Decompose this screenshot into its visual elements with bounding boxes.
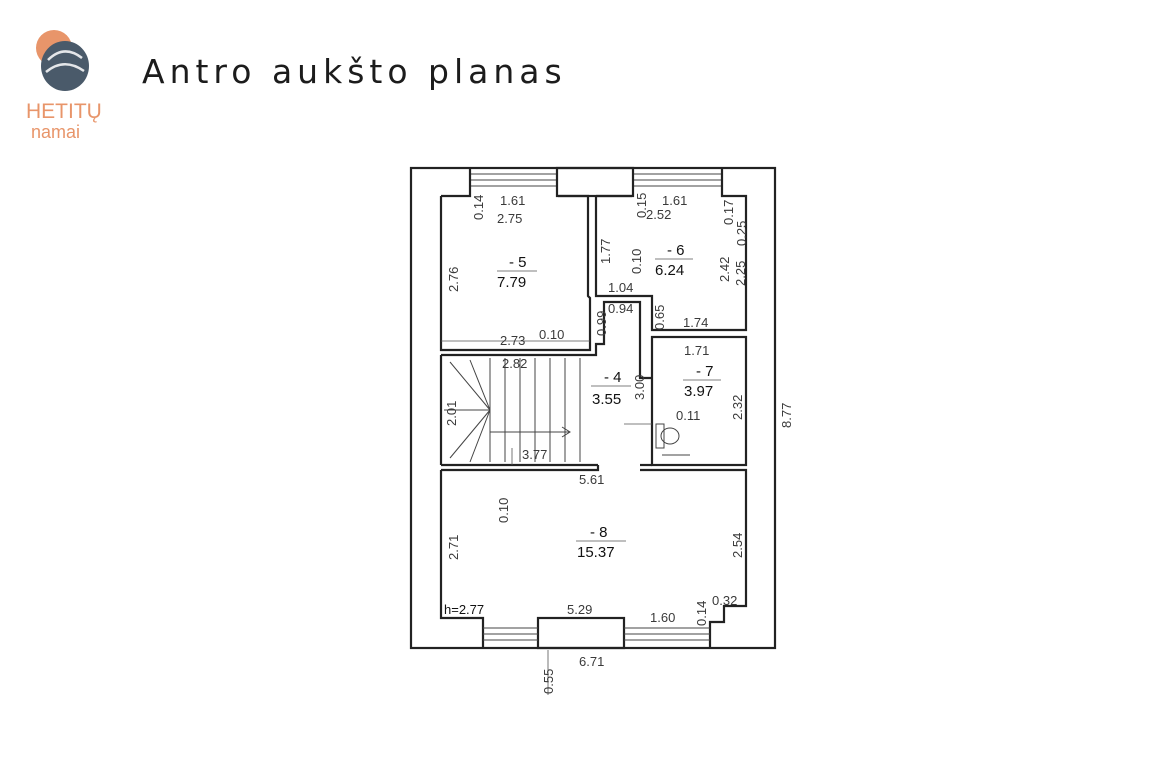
dim-label: 0.32 <box>712 593 737 608</box>
dim-label: 0.17 <box>721 200 736 225</box>
room-7-walls <box>650 335 748 467</box>
room-5-area: 7.79 <box>497 274 526 291</box>
dim-label: 2.01 <box>444 401 459 426</box>
dim-label: 2.76 <box>446 267 461 292</box>
dim-label: 3.77 <box>522 447 547 462</box>
dim-label: 3.00 <box>632 375 647 400</box>
wall-pier-bottom <box>536 616 626 650</box>
dim-label: 0.14 <box>694 601 709 626</box>
dim-label: 5.61 <box>579 472 604 487</box>
dim-label: 2.25 <box>733 261 748 286</box>
room-8-area: 15.37 <box>577 544 615 561</box>
room-6-number: - 6 <box>667 242 685 259</box>
dim-label: 2.54 <box>730 533 745 558</box>
bottom-windows <box>483 627 710 641</box>
room-4-area: 3.55 <box>592 391 621 408</box>
room-5-number: - 5 <box>509 254 527 271</box>
dimension-lines <box>441 258 721 695</box>
dim-label: 0.10 <box>629 249 644 274</box>
room-6-walls <box>594 168 748 332</box>
dim-label: 0.55 <box>541 669 556 694</box>
logo-line2: namai <box>31 122 80 142</box>
dim-label: 1.74 <box>683 315 708 330</box>
dim-label: 1.61 <box>500 193 525 208</box>
building-outline <box>409 166 777 650</box>
dim-label: 2.75 <box>497 211 522 226</box>
dim-label: 0.14 <box>471 195 486 220</box>
dim-label: 0.25 <box>734 221 749 246</box>
dim-label: 1.60 <box>650 610 675 625</box>
ceiling-height-label: h=2.77 <box>444 602 484 617</box>
logo-line1: HETITŲ <box>26 100 102 123</box>
room-7-area: 3.97 <box>684 383 713 400</box>
dim-label: 1.61 <box>662 193 687 208</box>
dim-label: 2.82 <box>502 356 527 371</box>
room-4-number: - 4 <box>604 369 622 386</box>
dim-label: 0.10 <box>539 327 564 342</box>
room-8-walls <box>640 468 748 648</box>
dim-label: 2.32 <box>730 395 745 420</box>
dim-label: 2.71 <box>446 535 461 560</box>
dim-label: 6.71 <box>579 654 604 669</box>
dim-label: 1.77 <box>598 239 613 264</box>
dim-label: 1.04 <box>608 280 633 295</box>
dim-label: 2.42 <box>717 257 732 282</box>
dim-label: 8.77 <box>779 403 794 428</box>
dim-label: 0.99 <box>594 311 609 336</box>
dim-label: 5.29 <box>567 602 592 617</box>
page-title: Antro aukšto planas <box>142 52 567 91</box>
dim-label: 0.11 <box>676 408 700 423</box>
room-5-walls <box>439 194 592 352</box>
dim-label: 0.10 <box>496 498 511 523</box>
toilet-icon <box>655 423 690 456</box>
logo-mark-icon: HETITŲ namai <box>26 30 102 142</box>
company-logo: HETITŲ namai <box>24 24 120 148</box>
dim-label: 0.15 <box>634 193 649 218</box>
dimension-labels: 1.61 0.14 2.75 2.76 2.73 0.10 0.99 1.61 … <box>444 193 794 694</box>
dim-label: 2.73 <box>500 333 525 348</box>
room-4-walls <box>441 300 652 380</box>
dim-label: 1.71 <box>684 343 709 358</box>
room-7-number: - 7 <box>696 363 714 380</box>
dim-label: 0.94 <box>608 301 633 316</box>
dim-label: 2.52 <box>646 207 671 222</box>
top-windows <box>470 166 722 198</box>
dim-label: 0.65 <box>652 305 667 330</box>
wall-pier <box>555 166 635 198</box>
room-6-area: 6.24 <box>655 262 684 279</box>
room-8-number: - 8 <box>590 524 608 541</box>
staircase <box>444 358 581 463</box>
